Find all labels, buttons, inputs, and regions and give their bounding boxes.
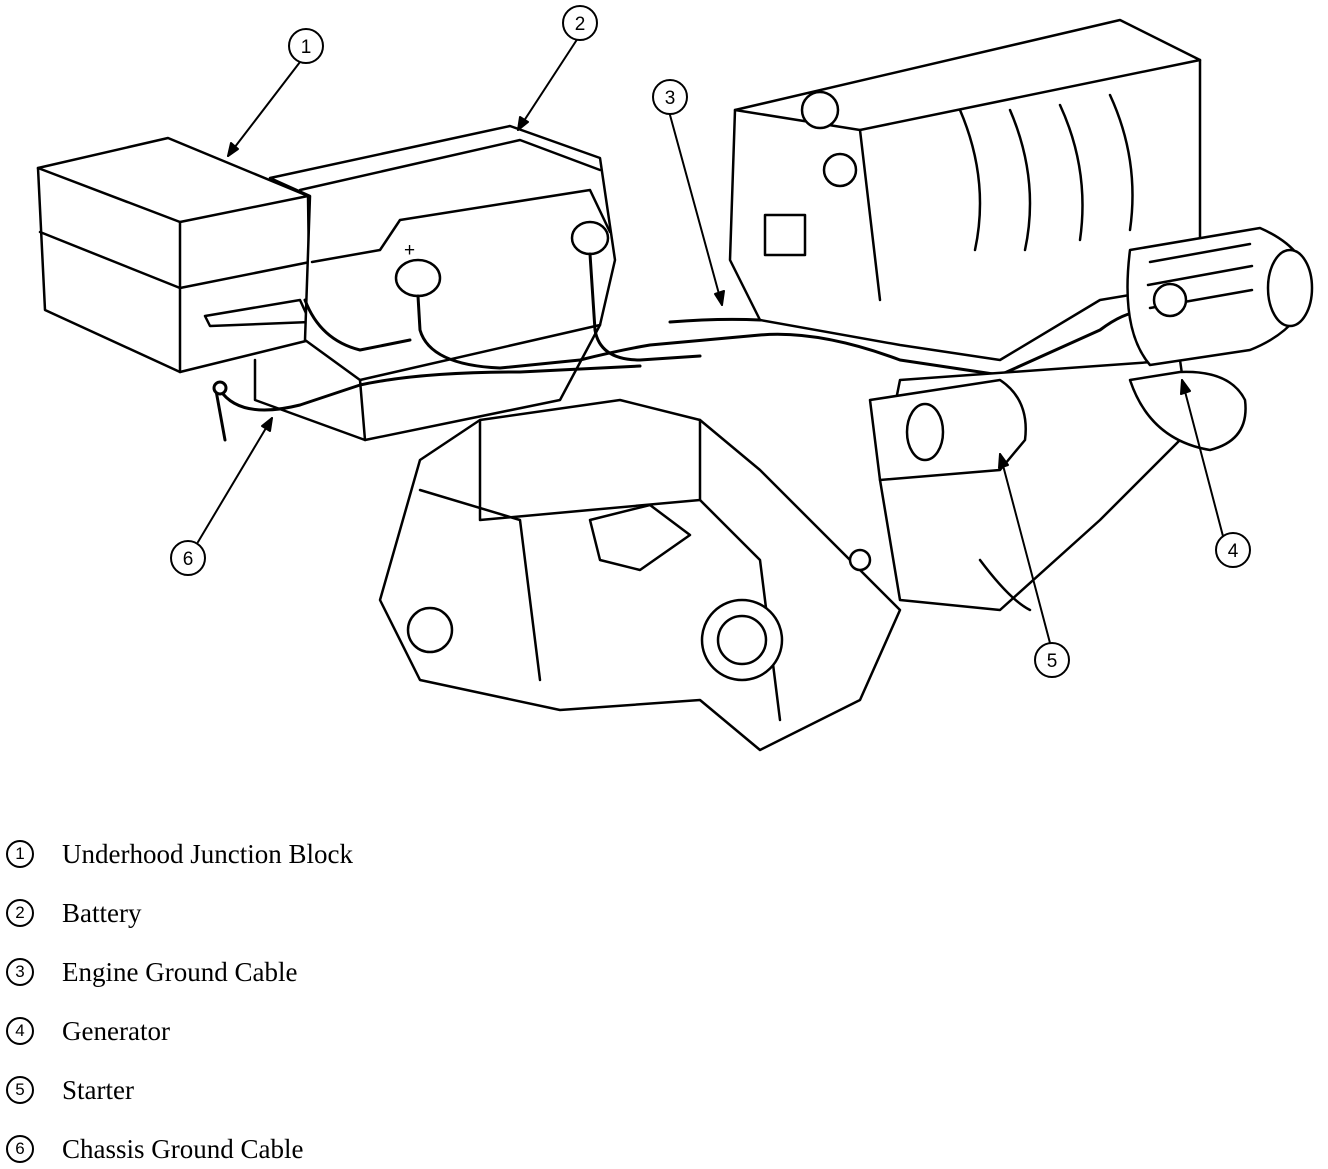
callout-5: 5: [1034, 642, 1070, 678]
legend-label: Generator: [62, 1015, 170, 1046]
callout-6: 6: [170, 540, 206, 576]
callout-4: 4: [1215, 532, 1251, 568]
svg-text:2: 2: [575, 14, 586, 35]
callout-3: 3: [652, 79, 688, 115]
legend-number: 2: [6, 899, 34, 927]
legend-number: 1: [6, 840, 34, 868]
transaxle: [378, 398, 902, 752]
battery: +: [253, 124, 617, 442]
svg-text:5: 5: [1047, 651, 1058, 672]
callout-2: 2: [562, 5, 598, 41]
legend-number: 3: [6, 958, 34, 986]
legend-label: Battery: [62, 897, 142, 928]
callout-1: 1: [288, 28, 324, 64]
svg-text:6: 6: [183, 549, 194, 570]
legend-label: Starter: [62, 1074, 134, 1105]
leader-lines: [197, 37, 1225, 644]
underhood-junction-block: [36, 136, 312, 374]
svg-text:4: 4: [1228, 541, 1239, 562]
starter: [868, 378, 1027, 482]
legend-number: 4: [6, 1017, 34, 1045]
svg-text:1: 1: [301, 37, 312, 58]
cables: [212, 252, 1162, 442]
positive-sign: +: [404, 240, 415, 261]
legend-label: Chassis Ground Cable: [62, 1133, 304, 1164]
engine-wiring-diagram: +: [36, 5, 1314, 752]
legend-label: Underhood Junction Block: [62, 838, 353, 869]
legend-number: 6: [6, 1135, 34, 1163]
generator: [1126, 226, 1314, 452]
svg-text:3: 3: [665, 88, 676, 109]
legend-label: Engine Ground Cable: [62, 956, 298, 987]
legend-number: 5: [6, 1076, 34, 1104]
